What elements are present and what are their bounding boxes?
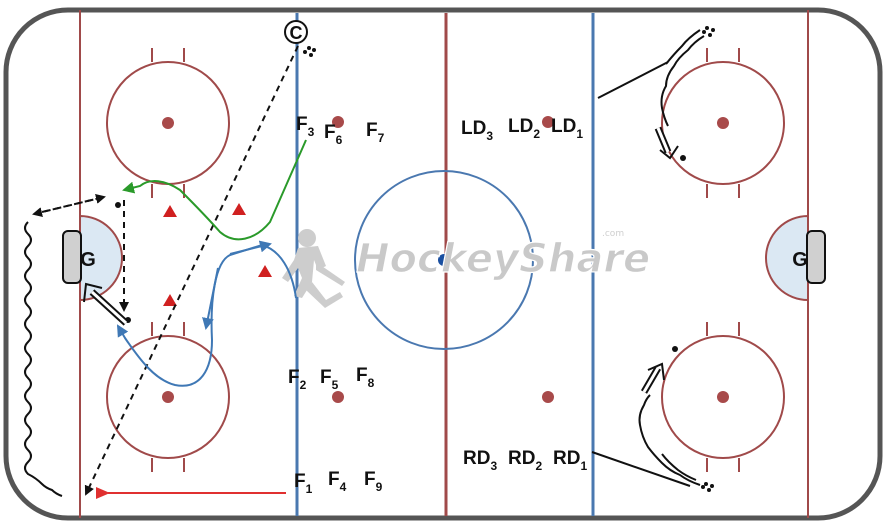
cone [163,294,177,306]
watermark-suffix: .com [602,229,624,239]
player-label: LD2 [508,116,540,141]
forward-group-top: F3 F6 F7 [296,114,385,147]
watermark-skater-icon [282,229,345,308]
faceoff-dot [332,391,344,403]
watermark-text: HockeyShare [356,236,650,282]
faceoff-dot [162,117,174,129]
goalie-right: G [792,249,808,271]
faceoff-circle-top-right [661,61,785,185]
skate-path-blue-entry [229,240,272,255]
defense-route-top [597,61,669,99]
center-circle [354,170,534,350]
player-label: F9 [364,469,383,494]
player-label: F4 [328,469,347,494]
left-goal [62,230,82,284]
cone [163,205,177,217]
player-label: F6 [324,122,343,147]
skate-with-puck-left-boards [24,221,63,497]
puck [672,346,678,352]
faceoff-circle-bottom-left [106,335,230,459]
pass-arrow-dashed-coach [84,45,299,496]
player-label: RD1 [553,448,587,473]
right-goal [806,230,826,284]
faceoff-dot [162,391,174,403]
player-label: F2 [288,367,307,392]
puck-pile [702,26,715,37]
cone [258,265,272,277]
faceoff-dot [717,391,729,403]
faceoff-dot [542,391,554,403]
skate-with-puck-bottom-right [638,394,701,486]
shot-arrow-bottom-right [640,362,665,394]
faceoff-dot [717,117,729,129]
left-defense-group: LD3 LD2 LD1 [461,116,583,143]
right-crease [765,214,809,302]
skate-with-puck-top-right [660,35,705,127]
coach-marker: C [284,20,308,44]
defense-route-bottom [591,451,691,487]
skate-with-puck-top-right-2 [665,29,701,65]
skate-path-green [122,139,307,241]
player-label: F3 [296,114,315,139]
faceoff-dot [542,116,554,128]
puck [115,202,121,208]
player-label: F1 [294,471,313,496]
puck [680,155,686,161]
skate-with-puck-bottom-right-2 [661,453,697,481]
right-defense-group: RD3 RD2 RD1 [463,448,587,473]
puck-pile [303,46,316,57]
player-label: F5 [320,367,339,392]
cone [232,203,246,215]
player-label: RD3 [463,448,497,473]
puck-pile [701,482,714,492]
faceoff-circle-bottom-right [661,335,785,459]
faceoff-dot [332,116,344,128]
skate-path-blue-short [202,267,219,330]
player-label: RD2 [508,448,542,473]
player-label: F8 [356,365,375,390]
player-label: F7 [366,120,385,145]
watermark: HockeyShare .com [282,229,651,308]
shot-arrow [83,282,129,326]
forward-group-bottom: F1 F4 F9 [294,469,383,496]
player-label: LD1 [551,116,583,141]
skate-path-blue [116,243,297,387]
player-label: LD3 [461,118,493,143]
forward-group-middle: F2 F5 F8 [288,365,375,392]
shot-arrow-top-right [654,126,679,160]
center-dot [438,254,450,266]
coach-label: C [290,23,303,43]
goalie-left: G [80,249,96,271]
